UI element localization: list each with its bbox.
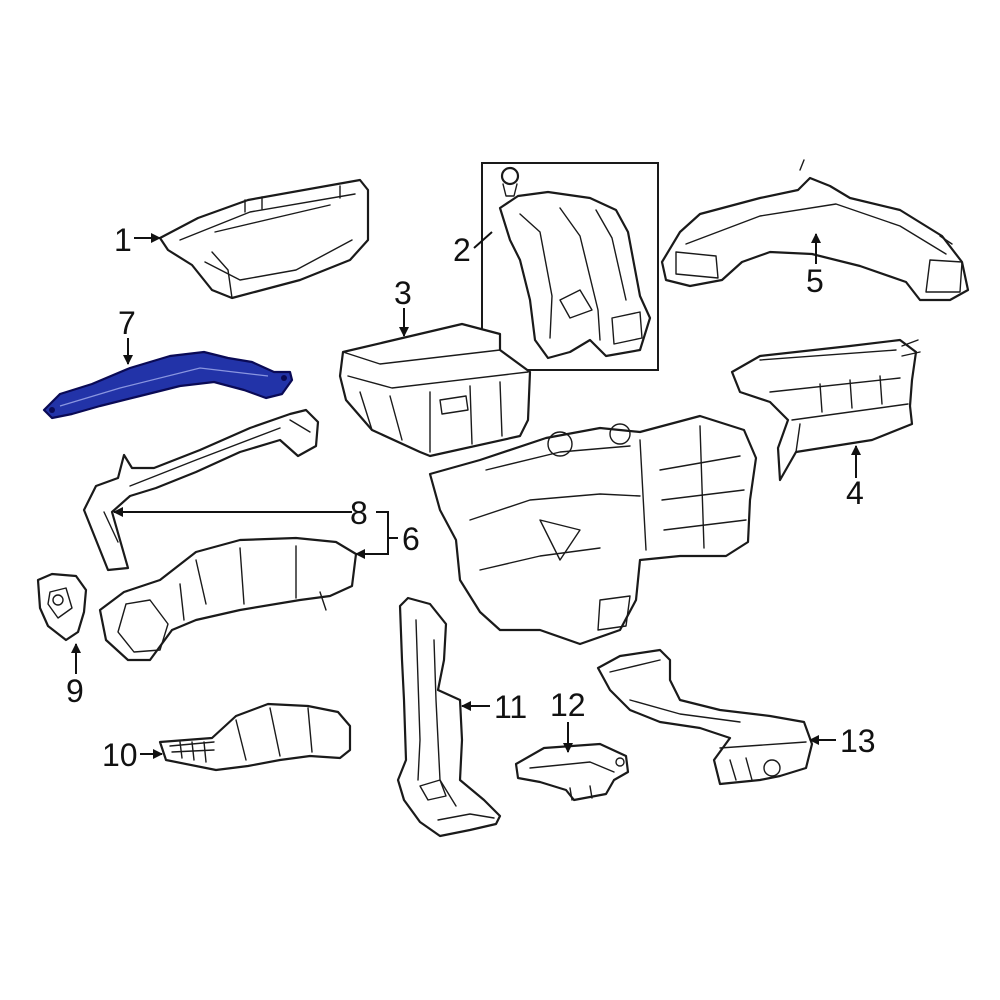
- callout-9: 9: [66, 673, 84, 709]
- bracket-8-6: [376, 511, 389, 555]
- callout-7: 7: [118, 305, 136, 341]
- callout-8: 8: [350, 495, 368, 531]
- callout-3: 3: [394, 275, 412, 311]
- callout-10: 10: [102, 737, 138, 773]
- callout-5: 5: [806, 263, 824, 299]
- part-12-connector[interactable]: [514, 742, 630, 802]
- callout-4: 4: [846, 475, 864, 511]
- callout-13: 13: [840, 723, 876, 759]
- callout-6: 6: [402, 521, 420, 557]
- part-2-clip[interactable]: [500, 166, 520, 197]
- part-3-filter-case[interactable]: [338, 322, 532, 458]
- callout-12: 12: [550, 687, 586, 723]
- leader-2: [473, 231, 493, 249]
- callout-2: 2: [453, 232, 471, 268]
- hvac-unit-assembly[interactable]: [428, 414, 758, 646]
- part-13-lower-duct[interactable]: [596, 648, 814, 786]
- part-2-center-duct[interactable]: [498, 190, 652, 360]
- callout-1: 1: [114, 222, 132, 258]
- part-2-group-box: [481, 162, 659, 371]
- callout-11: 11: [494, 689, 527, 725]
- part-9-bracket[interactable]: [36, 572, 88, 642]
- part-6-lower-duct[interactable]: [98, 536, 358, 662]
- part-11-vertical-duct[interactable]: [396, 596, 502, 838]
- part-10-foot-duct[interactable]: [158, 702, 352, 772]
- part-1-defroster-frame[interactable]: [158, 178, 370, 300]
- part-4-side-register[interactable]: [730, 338, 921, 482]
- part-7-highlighted-duct[interactable]: [42, 350, 294, 420]
- part-8-upper-duct[interactable]: [82, 408, 320, 572]
